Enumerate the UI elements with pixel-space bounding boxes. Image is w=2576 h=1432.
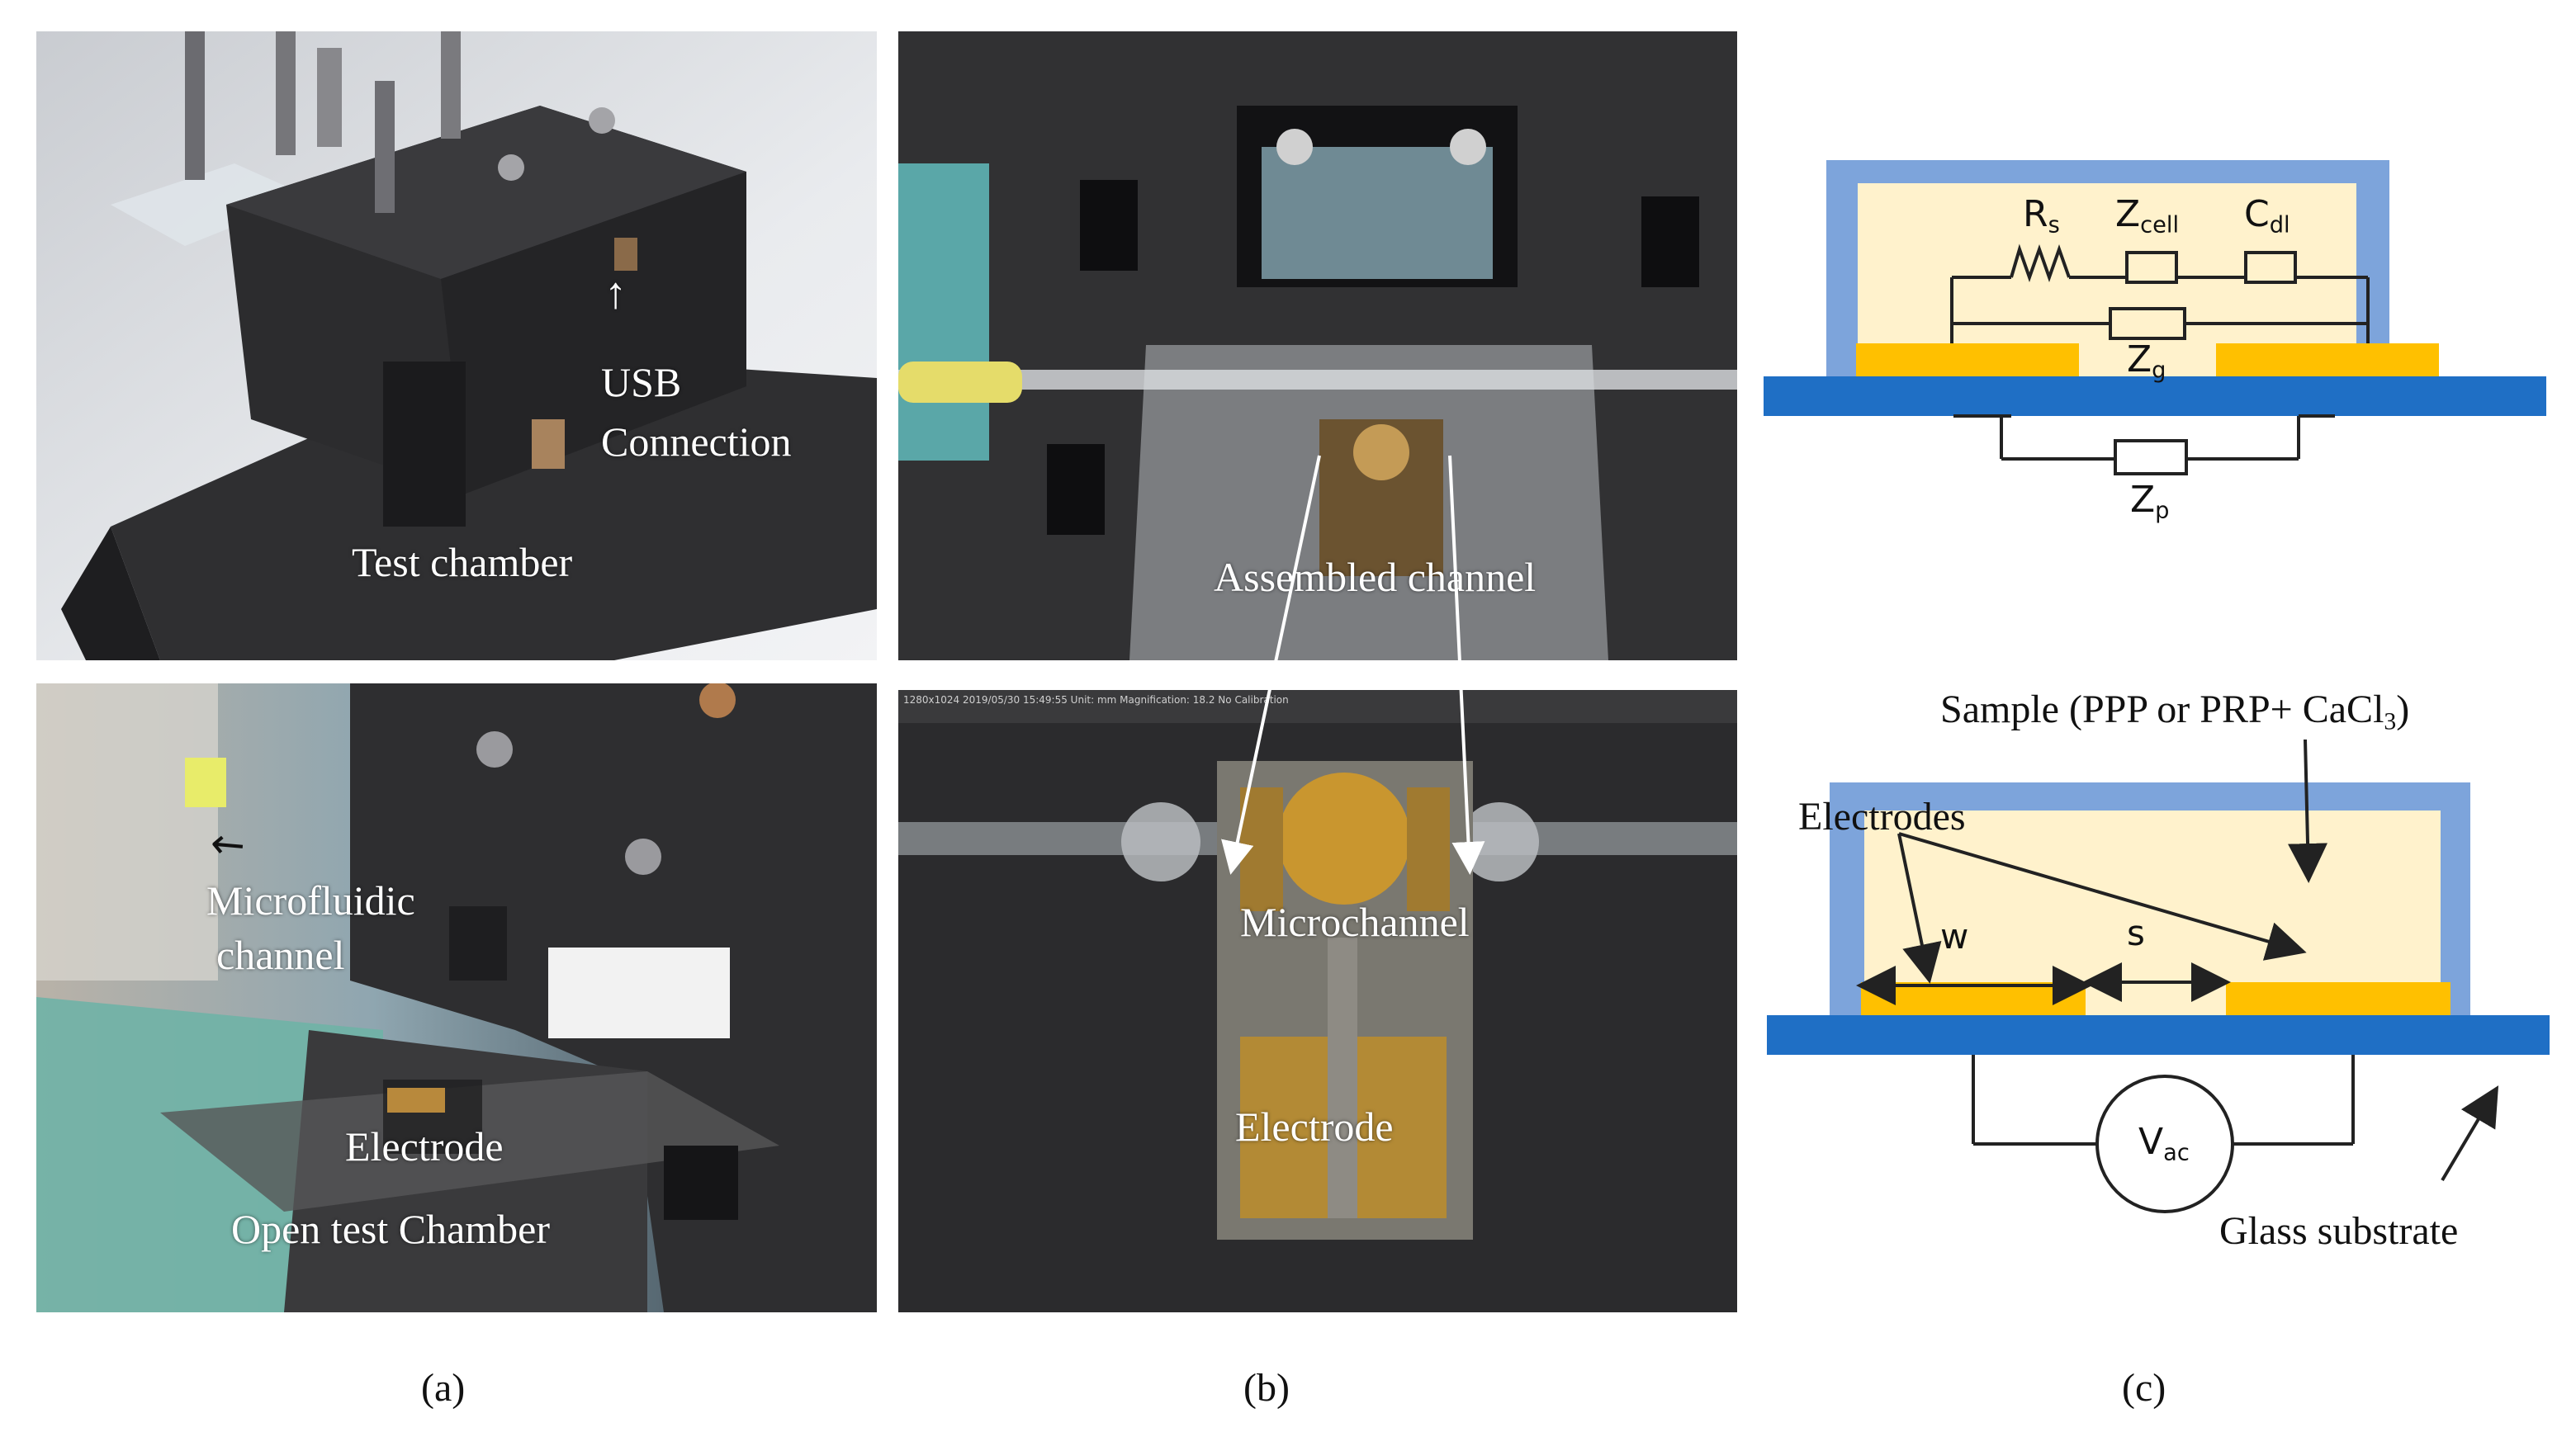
w-label: w: [1940, 916, 1969, 957]
panel-b-bottom-photo: 1280x1024 2019/05/30 15:49:55 Unit: mm M…: [898, 690, 1737, 1312]
electrodes-label: Electrodes: [1798, 795, 1966, 839]
sample-label: Sample (PPP or PRP+ CaCl3): [1940, 688, 2410, 735]
microchannel-label: Microchannel: [1240, 899, 1470, 945]
electrode-label-b: Electrode: [1235, 1104, 1394, 1150]
zg-label: Zg: [2127, 338, 2166, 384]
open-chamber-label: Open test Chamber: [231, 1206, 551, 1252]
electrode-right-bottom: [2226, 982, 2451, 1015]
panel-a-top-photo: ↑ USB Connection Test chamber: [36, 31, 877, 660]
substrate-top: [1764, 376, 2546, 416]
zcell-label: Zcell: [2115, 193, 2180, 239]
equivalent-circuit-diagram: [1764, 160, 2546, 475]
test-chamber-label: Test chamber: [352, 539, 573, 585]
open-chamber-photo-art: [36, 683, 877, 1312]
usb-label-line2: Connection: [601, 418, 792, 465]
microchannel-photo-art: [898, 690, 1737, 1312]
microfluidic-label-line1: Microfluidic: [206, 877, 415, 924]
electrode-geometry-diagram: [1767, 739, 2550, 1213]
caption-c: (c): [2122, 1366, 2166, 1410]
glass-substrate-label: Glass substrate: [2219, 1209, 2459, 1253]
s-label: s: [2127, 913, 2145, 953]
zp-label: Zp: [2130, 479, 2170, 524]
caption-a: (a): [421, 1366, 466, 1410]
status-bar-text: 1280x1024 2019/05/30 15:49:55 Unit: mm M…: [903, 694, 1289, 706]
rs-label: Rs: [2023, 193, 2060, 239]
cdl-label: Cdl: [2244, 193, 2290, 239]
substrate-bottom: [1767, 1015, 2550, 1055]
caption-b: (b): [1243, 1366, 1290, 1410]
usb-arrow-icon: ↑: [604, 268, 627, 318]
vac-label: Vac: [2138, 1121, 2190, 1166]
resistor-rs-symbol: [2010, 243, 2071, 283]
microfluidic-label-line2: channel: [216, 932, 345, 978]
test-chamber-photo-art: [36, 31, 877, 660]
electrode-left-top: [1856, 343, 2079, 376]
electrode-right-top: [2216, 343, 2439, 376]
panel-a-bottom-photo: ↖ Microfluidic channel Electrode Open te…: [36, 683, 877, 1312]
usb-label-line1: USB: [601, 359, 682, 405]
electrode-label-a: Electrode: [345, 1123, 504, 1170]
